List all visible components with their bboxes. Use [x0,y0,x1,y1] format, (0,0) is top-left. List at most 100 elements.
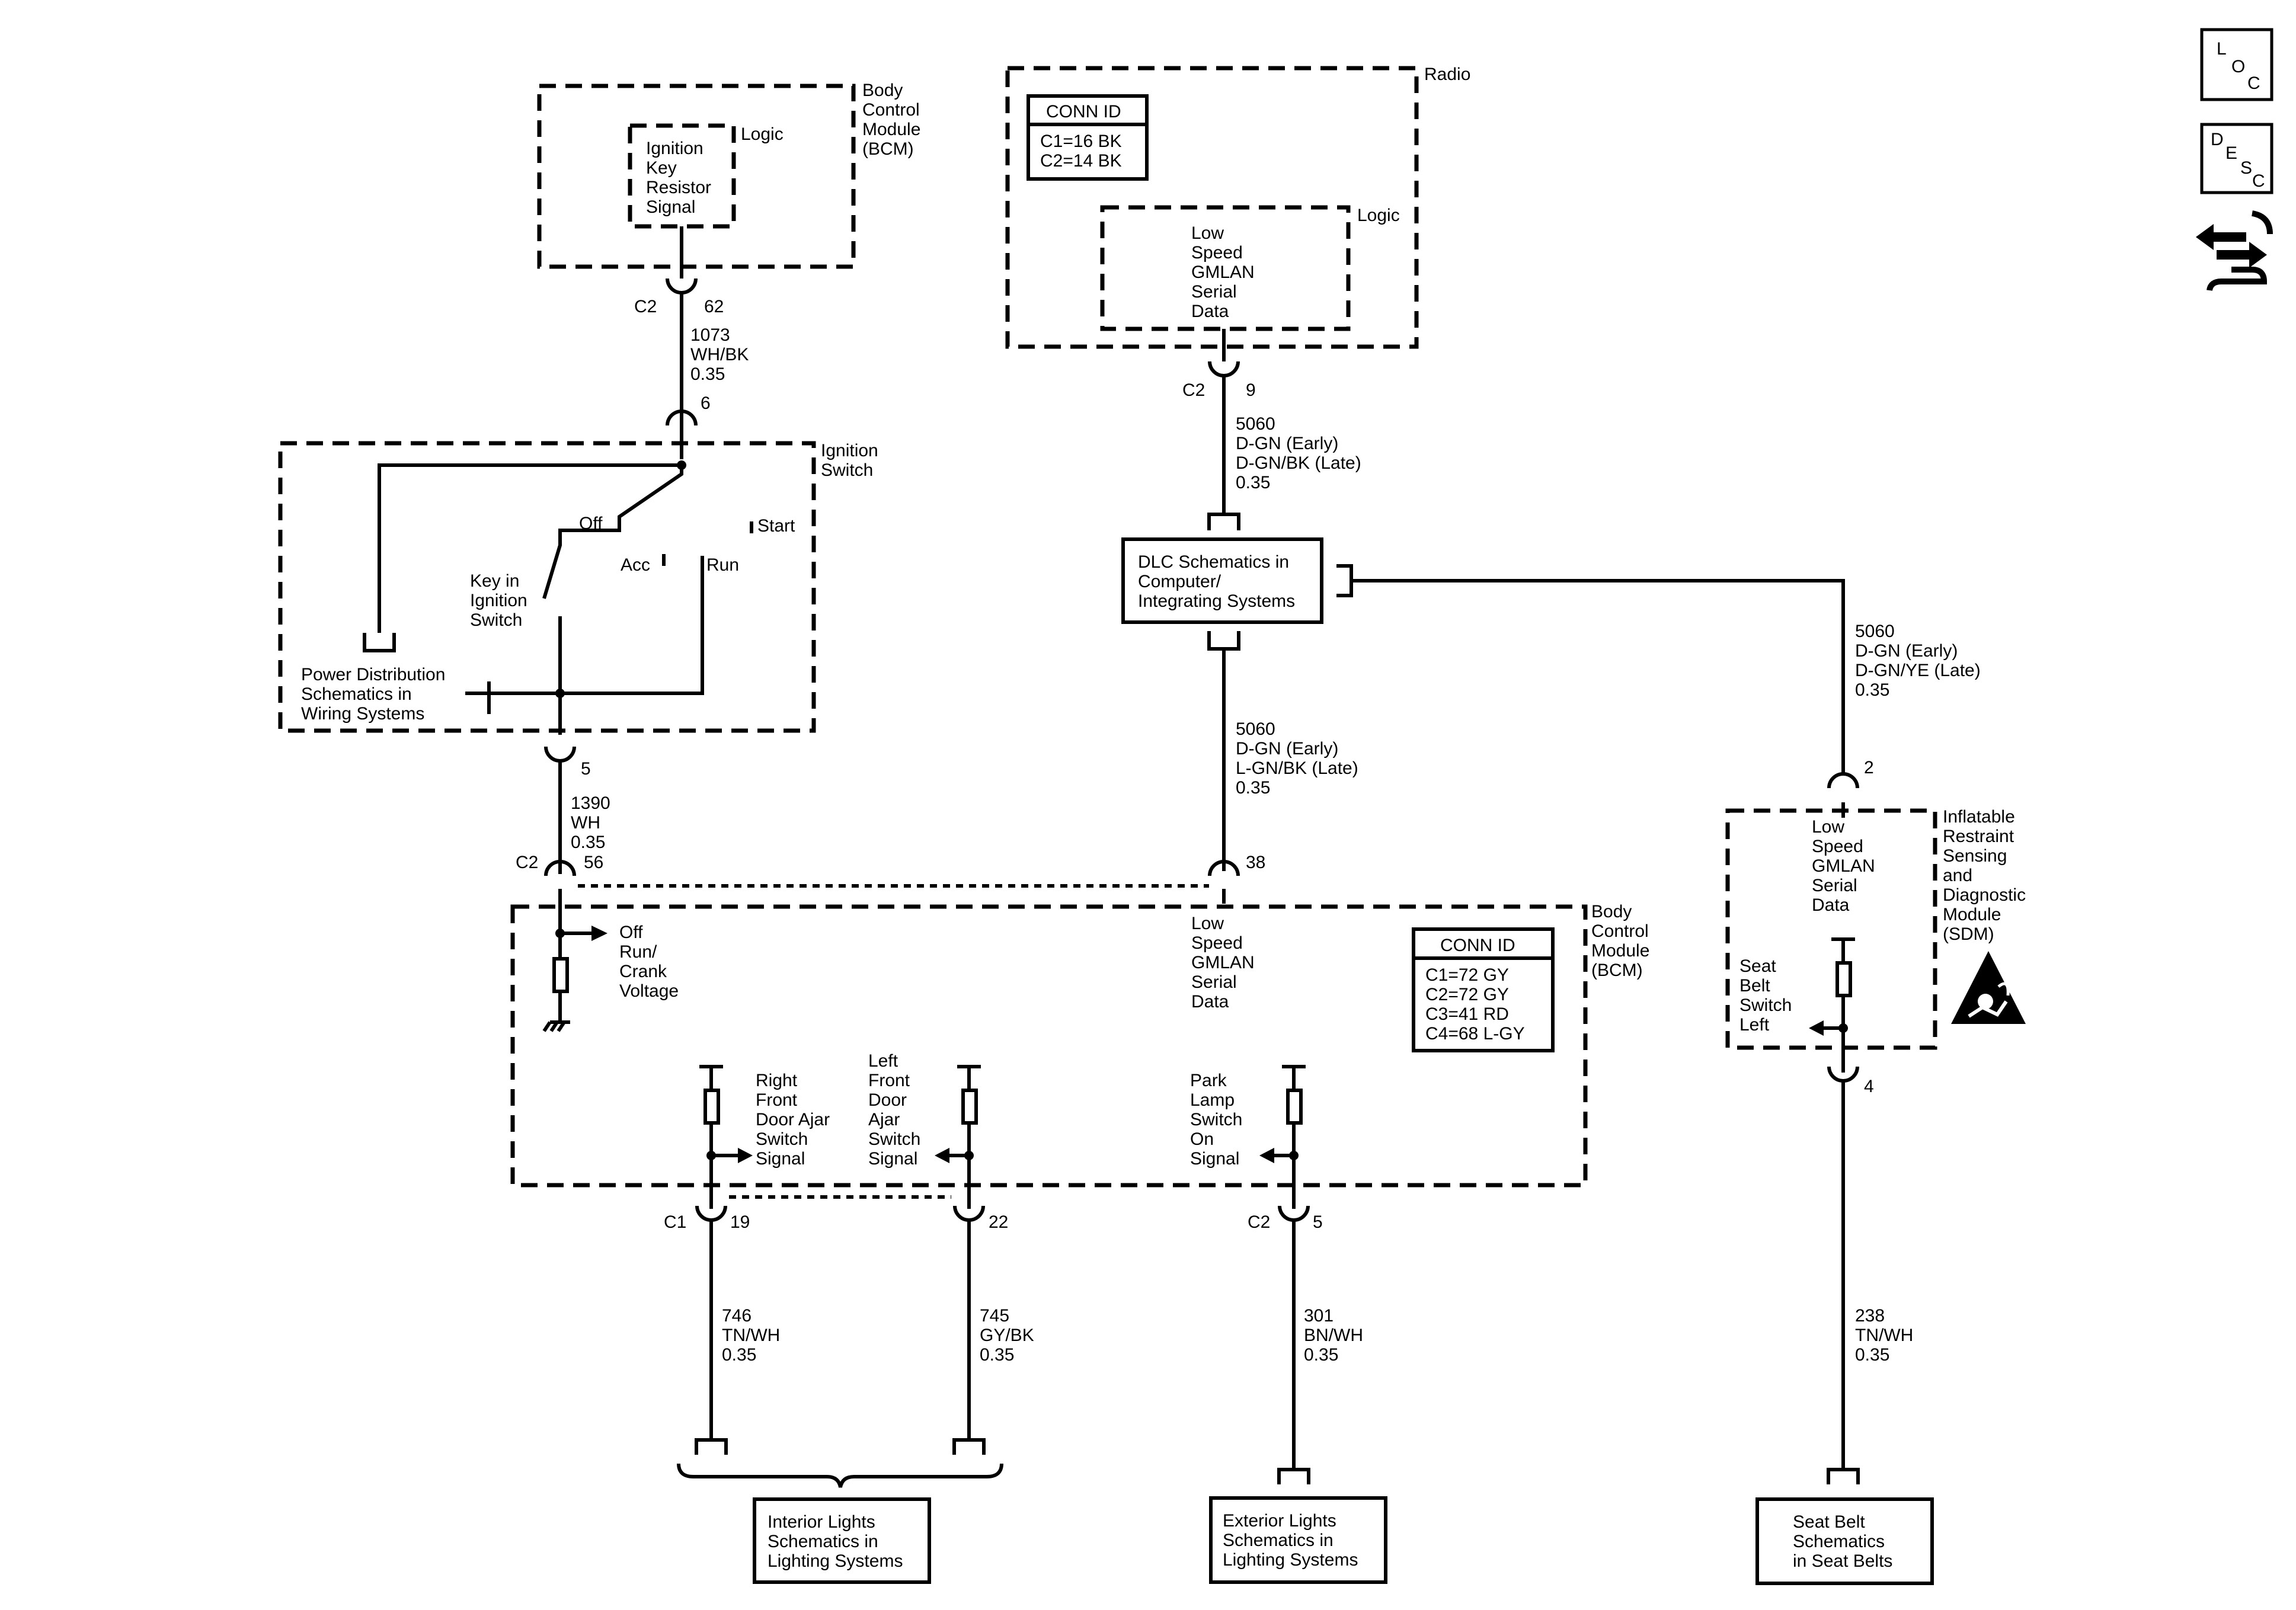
park-lamp-label: Park Lamp Switch On Signal [1190,1071,1248,1169]
radio-outline [1005,66,1419,349]
wire-5060-sdm: 5060 D-GN (Early) D-GN/YE (Late) 0.35 2 [1827,622,1985,789]
pin-19-label: 19 [730,1212,750,1232]
bcm-main-module: Body Control Module (BCM) Off Run/ Crank… [510,889,1655,1209]
connector-radio-c2-9 [1208,361,1240,377]
bcm-conn-id-box [1412,927,1555,1052]
svg-text:S: S [2240,158,2252,178]
wire-1073: C2 62 1073 WH/BK 0.35 6 [634,278,754,459]
svg-text:E: E [2225,143,2237,163]
ignition-switch: Ignition Switch Off Start Acc Run Key in… [278,441,883,735]
connector-sdm-pin-4 [1827,1066,1859,1083]
exterior-lights-label: Exterior Lights Schematics in Lighting S… [1223,1511,1358,1570]
connector-c2-5 [1278,1205,1310,1222]
dlc-label: DLC Schematics in Computer/ Integrating … [1138,552,1295,611]
sdm-wire-pin-bottom: 4 [1864,1077,1874,1096]
dlc-wire-pin: 38 [1246,853,1265,872]
svg-text:C: C [2247,73,2260,93]
bottom-wires: C1 19 746 TN/WH 0.35 22 745 GY/BK 0.35 C… [664,1081,1918,1488]
c1-conn-label: C1 [664,1212,686,1232]
radio-gmlan-label: Low Speed GMLAN Serial Data [1191,223,1259,321]
key-in-ignition-label: Key in Ignition Switch [470,571,532,630]
ign-switch-pin-6: 6 [701,393,711,413]
sdm-module: Inflatable Restraint Sensing and Diagnos… [1725,802,2030,1096]
seat-belt-box [1755,1497,1934,1585]
switch-start-label: Start [757,516,795,536]
interior-lights-label: Interior Lights Schematics in Lighting S… [768,1512,903,1571]
wire-1390-pin-bottom: 56 [584,853,603,872]
connector-c2-56 [544,860,576,876]
radio-wire-conn: C2 [1182,380,1205,400]
pin-5-label: 5 [1313,1212,1323,1232]
svg-text:O: O [2231,57,2245,76]
dlc-wire-label: 5060 D-GN (Early) L-GN/BK (Late) 0.35 [1236,719,1363,798]
desc-icon[interactable]: D E S C [2200,123,2273,194]
lf-door-ajar-label: Left Front Door Ajar Switch Signal [868,1051,926,1169]
radio-module: Radio CONN ID C1=16 BK C2=14 BK Logic Lo… [1005,65,1470,377]
connector-pin-38 [1208,860,1240,876]
wire-1073-label: 1073 WH/BK 0.35 [690,325,754,384]
radio-conn-id-header: CONN ID [1046,102,1121,121]
wire-1390-label: 1390 WH 0.35 [571,793,615,852]
ignition-switch-outline [278,441,816,733]
bcm-conn-id-lines: C1=72 GY C2=72 GY C3=41 RD C4=68 L-GY [1425,965,1525,1044]
radio-logic-label: Logic [1357,206,1400,225]
wire-1390-conn: C2 [516,853,538,872]
svg-text:L: L [2217,39,2227,59]
ignition-switch-title: Ignition Switch [821,441,883,480]
wire-5060-radio: C2 9 5060 D-GN (Early) D-GN/BK (Late) 0.… [1182,376,1366,530]
wire-238-label: 238 TN/WH 0.35 [1855,1306,1918,1365]
destination-boxes: Interior Lights Schematics in Lighting S… [753,1496,1934,1585]
bcm-top-title: Body Control Module (BCM) [862,81,926,159]
radio-conn-id-box [1027,94,1149,181]
rf-door-ajar-label: Right Front Door Ajar Switch Signal [756,1071,834,1169]
connector-c1-19 [695,1205,727,1222]
connector-pin-5 [544,746,576,763]
sdm-wire-pin-top: 2 [1864,758,1874,777]
connector-c1-22 [953,1205,985,1222]
wire-1390: 5 1390 WH 0.35 C2 56 [516,746,615,876]
voltage-label: Off Run/ Crank Voltage [619,923,679,1001]
connector-tool-icon[interactable] [2196,210,2273,292]
bcm-top-pin-label: 62 [704,297,724,316]
wire-745-label: 745 GY/BK 0.35 [980,1306,1039,1365]
switch-acc-label: Acc [621,555,650,575]
dlc-box: DLC Schematics in Computer/ Integrating … [1121,537,1845,773]
bcm-top-outline [537,84,856,269]
pin-22-label: 22 [989,1212,1008,1232]
seat-belt-switch-label: Seat Belt Switch Left [1739,956,1797,1035]
seat-belt-label: Seat Belt Schematics in Seat Belts [1793,1512,1892,1571]
svg-text:D: D [2211,130,2224,149]
wire-5060-bcm: 5060 D-GN (Early) L-GN/BK (Late) 0.35 38 [1208,649,1363,876]
bcm-main-title: Body Control Module (BCM) [1591,902,1655,980]
ignition-key-signal-label: Ignition Key Resistor Signal [646,139,716,217]
switch-off-label: Off [579,514,603,533]
connector-pin-6 [666,409,698,426]
wire-746-label: 746 TN/WH 0.35 [722,1306,785,1365]
sdm-wire-label: 5060 D-GN (Early) D-GN/YE (Late) 0.35 [1855,622,1985,700]
sdm-outline [1725,808,1937,1050]
sdm-title: Inflatable Restraint Sensing and Diagnos… [1943,807,2030,944]
dlc-schematics-box [1121,537,1323,624]
bcm-top-logic-label: Logic [741,124,784,144]
svg-text:C: C [2252,171,2265,191]
radio-wire-pin: 9 [1246,380,1256,400]
bcm-top-module: Body Control Module (BCM) Logic Ignition… [537,81,926,279]
interior-lights-box [753,1497,931,1584]
radio-conn-id-lines: C1=16 BK C2=14 BK [1040,132,1127,171]
switch-run-label: Run [706,555,739,575]
airbag-warning-icon [1951,951,2026,1024]
wire-301-label: 301 BN/WH 0.35 [1304,1306,1368,1365]
c2-conn-label: C2 [1248,1212,1270,1232]
sdm-gmlan-label: Low Speed GMLAN Serial Data [1812,817,1880,915]
loc-icon[interactable]: L O C [2200,28,2273,101]
power-distribution-label: Power Distribution Schematics in Wiring … [301,665,450,724]
bcm-conn-id-header: CONN ID [1440,936,1515,955]
wire-1390-pin-top: 5 [581,759,591,779]
bcm-main-outline [510,904,1588,1188]
exterior-lights-box [1209,1496,1387,1584]
radio-wire-label: 5060 D-GN (Early) D-GN/BK (Late) 0.35 [1236,414,1366,492]
connector-sdm-pin-2 [1827,772,1859,789]
bcm-top-conn-label: C2 [634,297,657,316]
connector-c2-62 [666,278,698,295]
bcm-gmlan-label: Low Speed GMLAN Serial Data [1191,914,1259,1012]
